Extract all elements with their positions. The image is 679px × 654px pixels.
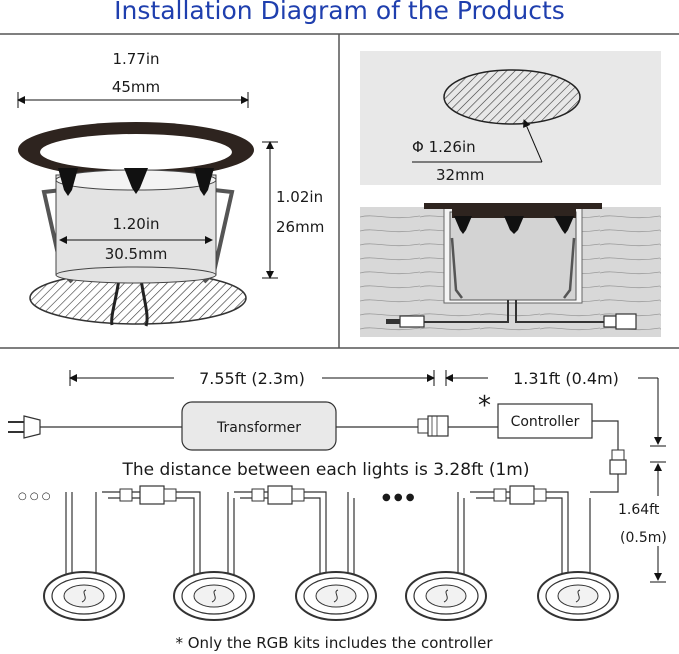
hole-diameter-in-label: Φ 1.26in	[412, 138, 476, 156]
body-width-in-label: 1.20in	[112, 215, 159, 233]
connector-inline	[417, 415, 498, 437]
height-in-label: 1.02in	[276, 188, 323, 206]
deck-light-2	[173, 571, 255, 621]
ellipsis-mid: ● ● ●	[382, 492, 415, 503]
wiring-dimension-lines	[69, 370, 666, 583]
drop-m-label: (0.5m)	[620, 530, 667, 546]
transformer-label: Transformer	[216, 420, 301, 436]
hole-diameter-mm-label: 32mm	[436, 166, 484, 184]
inline-connectors	[119, 485, 547, 505]
deck-light-4	[405, 571, 487, 621]
height-mm-label: 26mm	[276, 218, 324, 236]
footnote: * Only the RGB kits includes the control…	[175, 634, 493, 652]
deck-light-1	[43, 571, 125, 621]
diagram-title: Installation Diagram of the Products	[114, 0, 565, 25]
top-width-in-label: 1.77in	[112, 50, 159, 68]
right-panel-installed-view	[360, 203, 661, 337]
distance-right-label: 1.31ft (0.4m)	[513, 369, 619, 388]
drop-ft-label: 1.64ft	[618, 502, 660, 518]
left-panel-light-fixture	[18, 122, 254, 327]
deck-light-5	[537, 571, 619, 621]
deck-light-3	[295, 571, 377, 621]
controller-label: Controller	[511, 414, 580, 430]
ellipsis-left: ○ ○ ○	[18, 491, 51, 502]
spacing-note: The distance between each lights is 3.28…	[122, 460, 530, 480]
top-width-mm-label: 45mm	[112, 78, 160, 96]
left-dimension-lines	[17, 92, 278, 279]
controller-box	[497, 403, 627, 475]
transformer-box	[181, 401, 420, 451]
right-panel-top-view	[360, 51, 661, 185]
body-width-mm-label: 30.5mm	[105, 245, 168, 263]
power-plug	[8, 415, 184, 439]
panel-frames	[0, 33, 679, 349]
distance-left-label: 7.55ft (2.3m)	[199, 369, 305, 388]
controller-asterisk: *	[478, 391, 491, 421]
